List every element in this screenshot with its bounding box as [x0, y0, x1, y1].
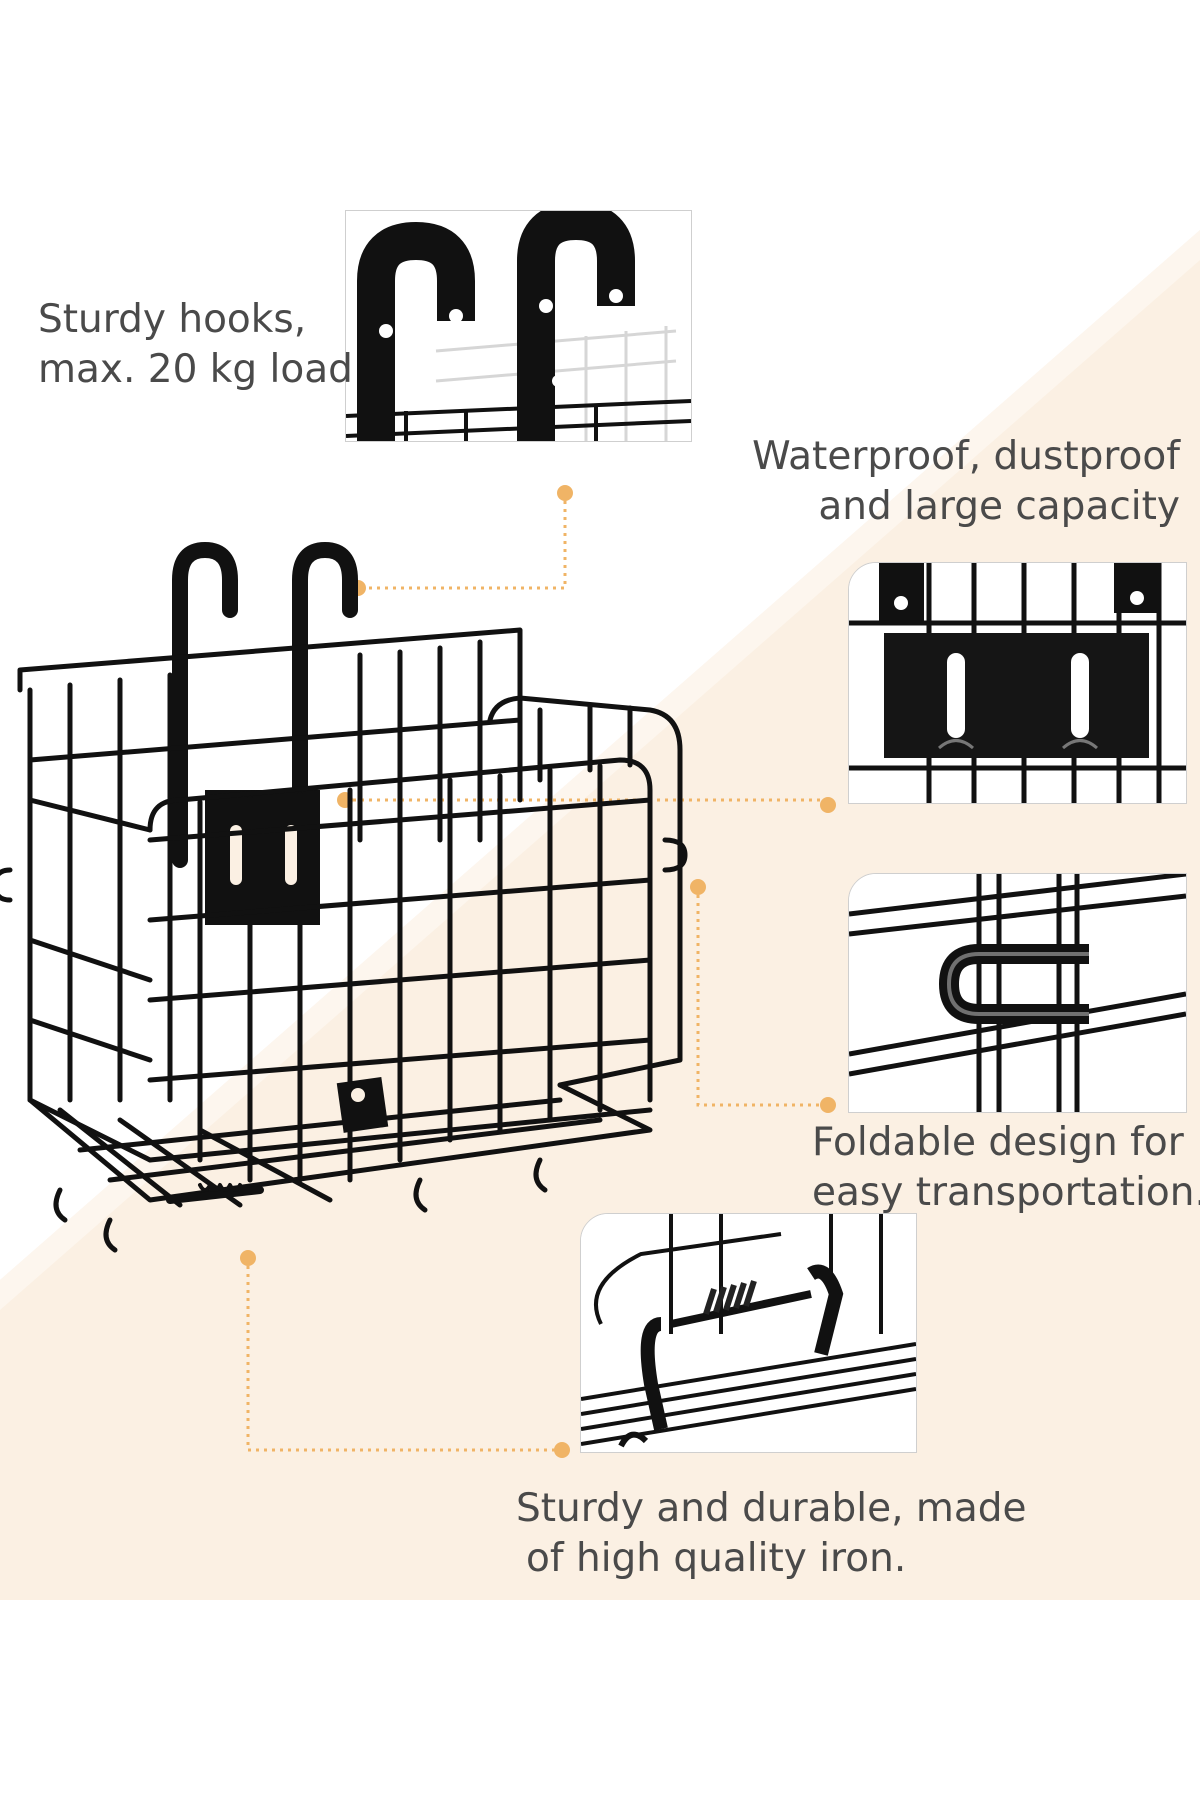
feature-label-foldable-line2: easy transportation.	[812, 1170, 1200, 1215]
inset-hooks	[345, 210, 692, 442]
feature-label-durable: Sturdy and durable, made of high quality…	[516, 1484, 1027, 1584]
inset-plate	[848, 562, 1187, 804]
spring-hinge-closeup-icon	[581, 1214, 916, 1452]
wire-basket-icon	[0, 540, 720, 1280]
hooks-closeup-icon	[346, 211, 691, 441]
fold-clip-closeup-icon	[849, 874, 1186, 1112]
feature-label-waterproof-line1: Waterproof, dustproof	[752, 434, 1180, 479]
feature-label-foldable-line1: Foldable design for	[812, 1120, 1184, 1165]
inset-spring	[580, 1213, 917, 1453]
feature-label-hooks-line1: Sturdy hooks,	[38, 297, 307, 342]
mounting-plate-closeup-icon	[849, 563, 1186, 803]
feature-label-durable-line1: Sturdy and durable, made	[516, 1486, 1027, 1531]
feature-label-durable-line2: of high quality iron.	[526, 1536, 907, 1581]
feature-label-foldable: Foldable design for easy transportation.	[812, 1118, 1200, 1218]
inset-clip	[848, 873, 1187, 1113]
feature-label-hooks: Sturdy hooks, max. 20 kg load	[38, 295, 353, 395]
feature-label-waterproof: Waterproof, dustproof and large capacity	[752, 432, 1180, 532]
feature-label-hooks-line2: max. 20 kg load	[38, 347, 353, 392]
feature-label-waterproof-line2: and large capacity	[818, 484, 1180, 529]
bottom-margin	[0, 1600, 1200, 1800]
